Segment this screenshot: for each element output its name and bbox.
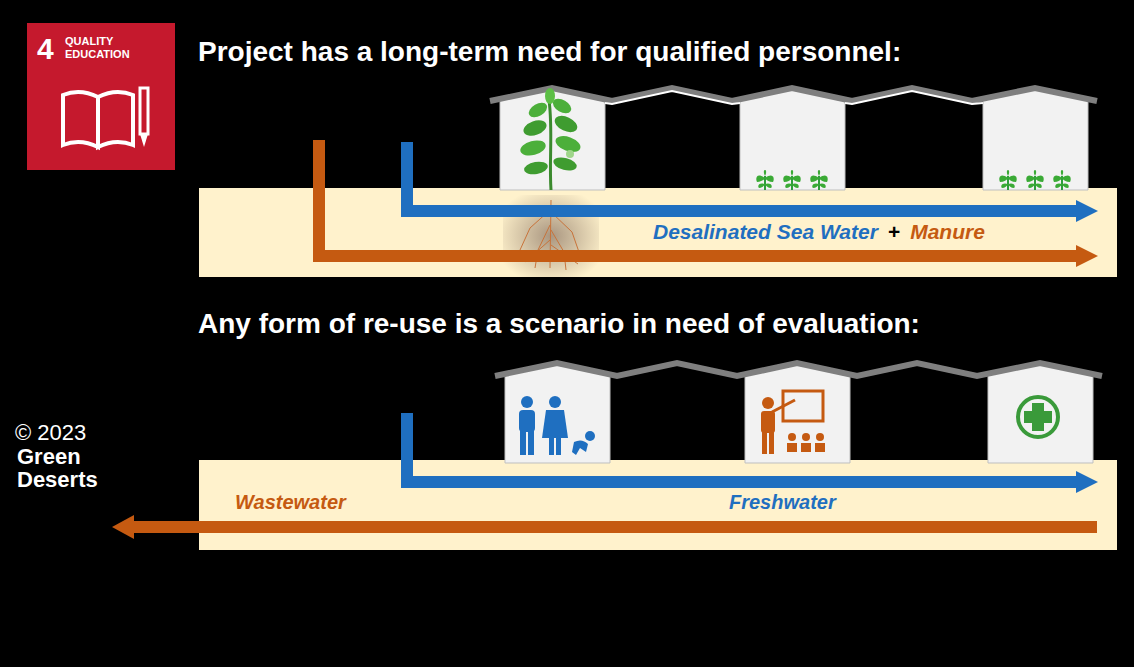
copyright-note: © 2023 [15,420,86,446]
sdg-goal-box: 4 QUALITY EDUCATION [27,23,175,170]
section-heading: Any form of re-use is a scenario in need… [198,308,920,340]
building-row [495,363,1102,463]
plant [519,88,583,190]
teacher-icon [761,391,825,454]
soil-band [199,188,1117,277]
goal-number: 4 [37,32,54,66]
sdg-square [27,23,175,170]
manure-pipe [319,140,1098,267]
greenhouse-row [490,88,1097,190]
pipe-label: Desalinated Sea Water [653,220,878,244]
book-icon [63,92,133,147]
water-pipe [407,142,1098,222]
pipe-label: Wastewater [235,491,346,514]
family-icon [519,396,595,455]
pipe-label: Freshwater [729,491,836,514]
soil-band: Wastewater Freshwater [199,460,1117,550]
soil-band: Desalinated Sea Water + Manure [199,188,1117,277]
brand-name: Green Deserts [17,445,117,491]
health-icon [1018,397,1058,437]
freshwater-pipe [407,413,1098,493]
plus-sign: + [888,220,900,244]
soil-band [199,460,1117,550]
pencil-icon [140,88,148,147]
goal-name: QUALITY EDUCATION [65,35,131,60]
wastewater-pipe [112,515,1097,539]
page-title: Project has a long-term need for qualifi… [198,36,901,68]
pipe-label: Manure [910,220,985,244]
seedlings [756,170,1070,190]
